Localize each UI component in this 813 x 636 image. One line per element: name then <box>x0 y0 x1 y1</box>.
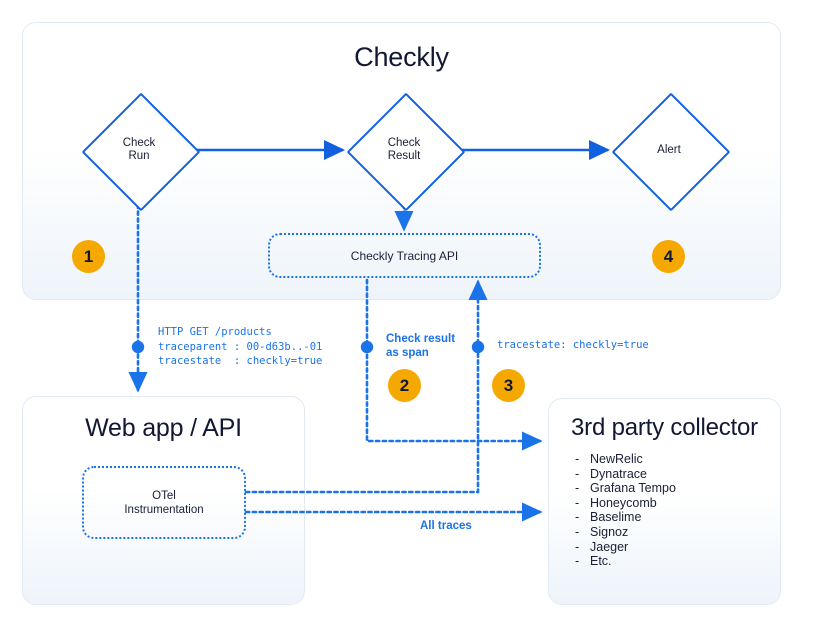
waypoint-dot-http <box>131 340 145 354</box>
node-otel-instrumentation[interactable]: OTel Instrumentation <box>82 466 246 539</box>
checkly-tracing-api-label: Checkly Tracing API <box>350 248 459 263</box>
list-item: -Baselime <box>575 510 765 525</box>
node-check-result[interactable]: Check Result <box>346 92 466 212</box>
step-badge-1: 1 <box>72 240 105 273</box>
node-alert[interactable]: Alert <box>611 92 731 212</box>
list-item-dash: - <box>575 554 580 569</box>
list-item-dash: - <box>575 481 580 496</box>
list-item-dash: - <box>575 466 580 481</box>
otel-label: OTel Instrumentation <box>124 489 203 517</box>
list-item: -Etc. <box>575 554 765 569</box>
waypoint-dot-check-result-span <box>360 340 374 354</box>
list-item: -NewRelic <box>575 452 765 467</box>
annotation-http-request: HTTP GET /products traceparent : 00-d63b… <box>158 326 323 367</box>
step-badge-4: 4 <box>652 240 685 273</box>
node-checkly-tracing-api[interactable]: Checkly Tracing API <box>268 233 541 278</box>
step-badge-2: 2 <box>388 369 421 402</box>
list-item-label: Etc. <box>590 554 612 569</box>
list-item: -Jaeger <box>575 540 765 555</box>
list-item-label: Honeycomb <box>590 495 657 510</box>
check-result-label-line1: Check <box>387 137 421 149</box>
alert-label: Alert <box>612 93 726 207</box>
waypoint-dot-tracestate <box>471 340 485 354</box>
annotation-check-result-as-span: Check result as span <box>386 333 456 359</box>
edge-tracing-api-to-collector <box>365 278 543 451</box>
list-item-label: Baselime <box>590 510 642 525</box>
alert-label-line1: Alert <box>657 143 681 156</box>
otel-label-line2: Instrumentation <box>124 503 204 516</box>
collector-list: -NewRelic-Dynatrace-Grafana Tempo-Honeyc… <box>575 452 765 569</box>
list-item: -Grafana Tempo <box>575 481 765 496</box>
annotation-tracestate: tracestate: checkly=true <box>497 339 649 351</box>
list-item-dash: - <box>575 524 580 539</box>
list-item-dash: - <box>575 452 580 466</box>
list-item-dash: - <box>575 495 580 510</box>
list-item-label: NewRelic <box>590 452 643 466</box>
list-item-label: Grafana Tempo <box>590 481 676 496</box>
list-item-label: Signoz <box>590 524 629 539</box>
list-item-dash: - <box>575 510 580 525</box>
step-badge-3: 3 <box>492 369 525 402</box>
check-run-label-line1: Check <box>122 137 156 149</box>
annotation-all-traces: All traces <box>420 520 472 532</box>
panel-title-web-app: Web app / API <box>85 414 242 442</box>
list-item: -Signoz <box>575 525 765 540</box>
page-title-checkly: Checkly <box>354 42 449 72</box>
list-item: -Dynatrace <box>575 467 765 482</box>
check-result-label: Check Result <box>347 93 461 207</box>
panel-third-party-collector <box>548 398 781 605</box>
check-run-label: Check Run <box>82 93 196 207</box>
check-result-label-line2: Result <box>387 150 421 162</box>
list-item-dash: - <box>575 539 580 554</box>
list-item: -Honeycomb <box>575 496 765 511</box>
list-item-label: Dynatrace <box>590 466 647 481</box>
check-run-label-line2: Run <box>128 150 150 162</box>
node-check-run[interactable]: Check Run <box>81 92 201 212</box>
list-item-label: Jaeger <box>590 539 629 554</box>
otel-label-line1: OTel <box>152 489 176 502</box>
panel-title-collector: 3rd party collector <box>571 414 758 441</box>
